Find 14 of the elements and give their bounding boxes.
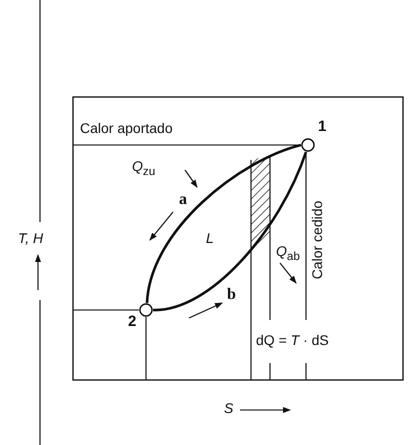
axis-label: S: [224, 400, 234, 416]
point-number: 2: [128, 314, 136, 330]
area-label: L: [206, 230, 214, 246]
edge-label: a: [179, 192, 187, 208]
process-curve: [146, 144, 302, 304]
process-curve: [152, 152, 308, 312]
formula: dQ = T · dS: [256, 332, 329, 348]
axis-label: T, H: [18, 230, 44, 246]
edge-label: b: [227, 287, 236, 303]
heat-label: Q$_{zu}$: [132, 158, 156, 180]
point-number: 1: [318, 119, 326, 135]
axis-note: Calor cedido: [309, 200, 325, 280]
axis-note: Calor aportado: [80, 120, 173, 136]
heat-label: Q$_{ab}$: [276, 243, 300, 265]
